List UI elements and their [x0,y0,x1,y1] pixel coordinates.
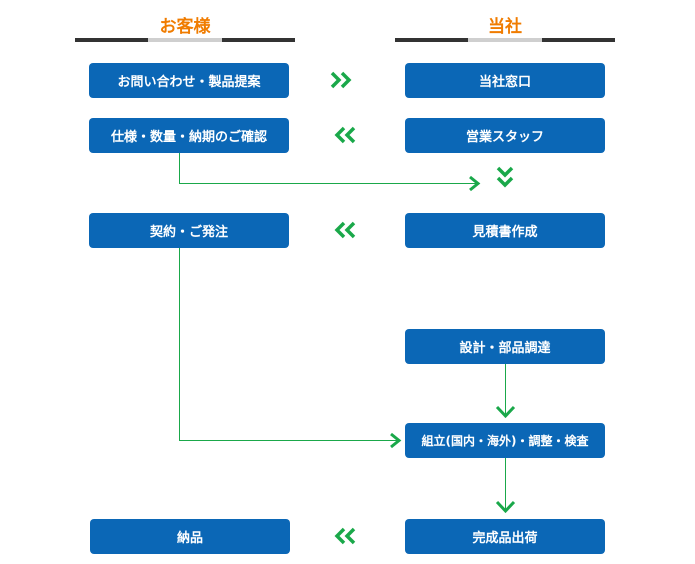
company-column-title: 当社 [488,17,522,37]
step-contract: 契約・ご発注 [89,213,289,248]
arrowhead-down-shipping [495,500,516,514]
double-chevron-left-icon [334,221,356,239]
step-delivery: 納品 [90,519,290,554]
double-chevron-left-icon [334,527,356,545]
step-spec-confirm: 仕様・数量・納期のご確認 [89,118,289,153]
step-contact-window: 当社窓口 [405,63,605,98]
connector-contract-to-assembly [179,247,398,441]
step-shipping: 完成品出荷 [405,519,605,554]
step-design: 設計・部品調達 [405,329,605,364]
step-inquiry: お問い合わせ・製品提案 [89,63,289,98]
step-sales-staff: 営業スタッフ [405,118,605,153]
step-quote: 見積書作成 [405,213,605,248]
connector-spec-to-quote [179,152,478,184]
arrowhead-right-assembly [390,432,402,449]
company-header-underline [395,38,615,42]
customer-header-underline [75,38,295,42]
customer-column-title: お客様 [159,17,211,37]
double-chevron-right-icon [330,71,352,89]
arrowhead-right-quote [469,175,481,192]
step-assembly: 組立(国内・海外)・調整・検査 [405,423,605,458]
double-chevron-left-icon [334,126,356,144]
arrowhead-down-assembly [495,405,516,419]
double-chevron-down-icon [496,166,514,188]
